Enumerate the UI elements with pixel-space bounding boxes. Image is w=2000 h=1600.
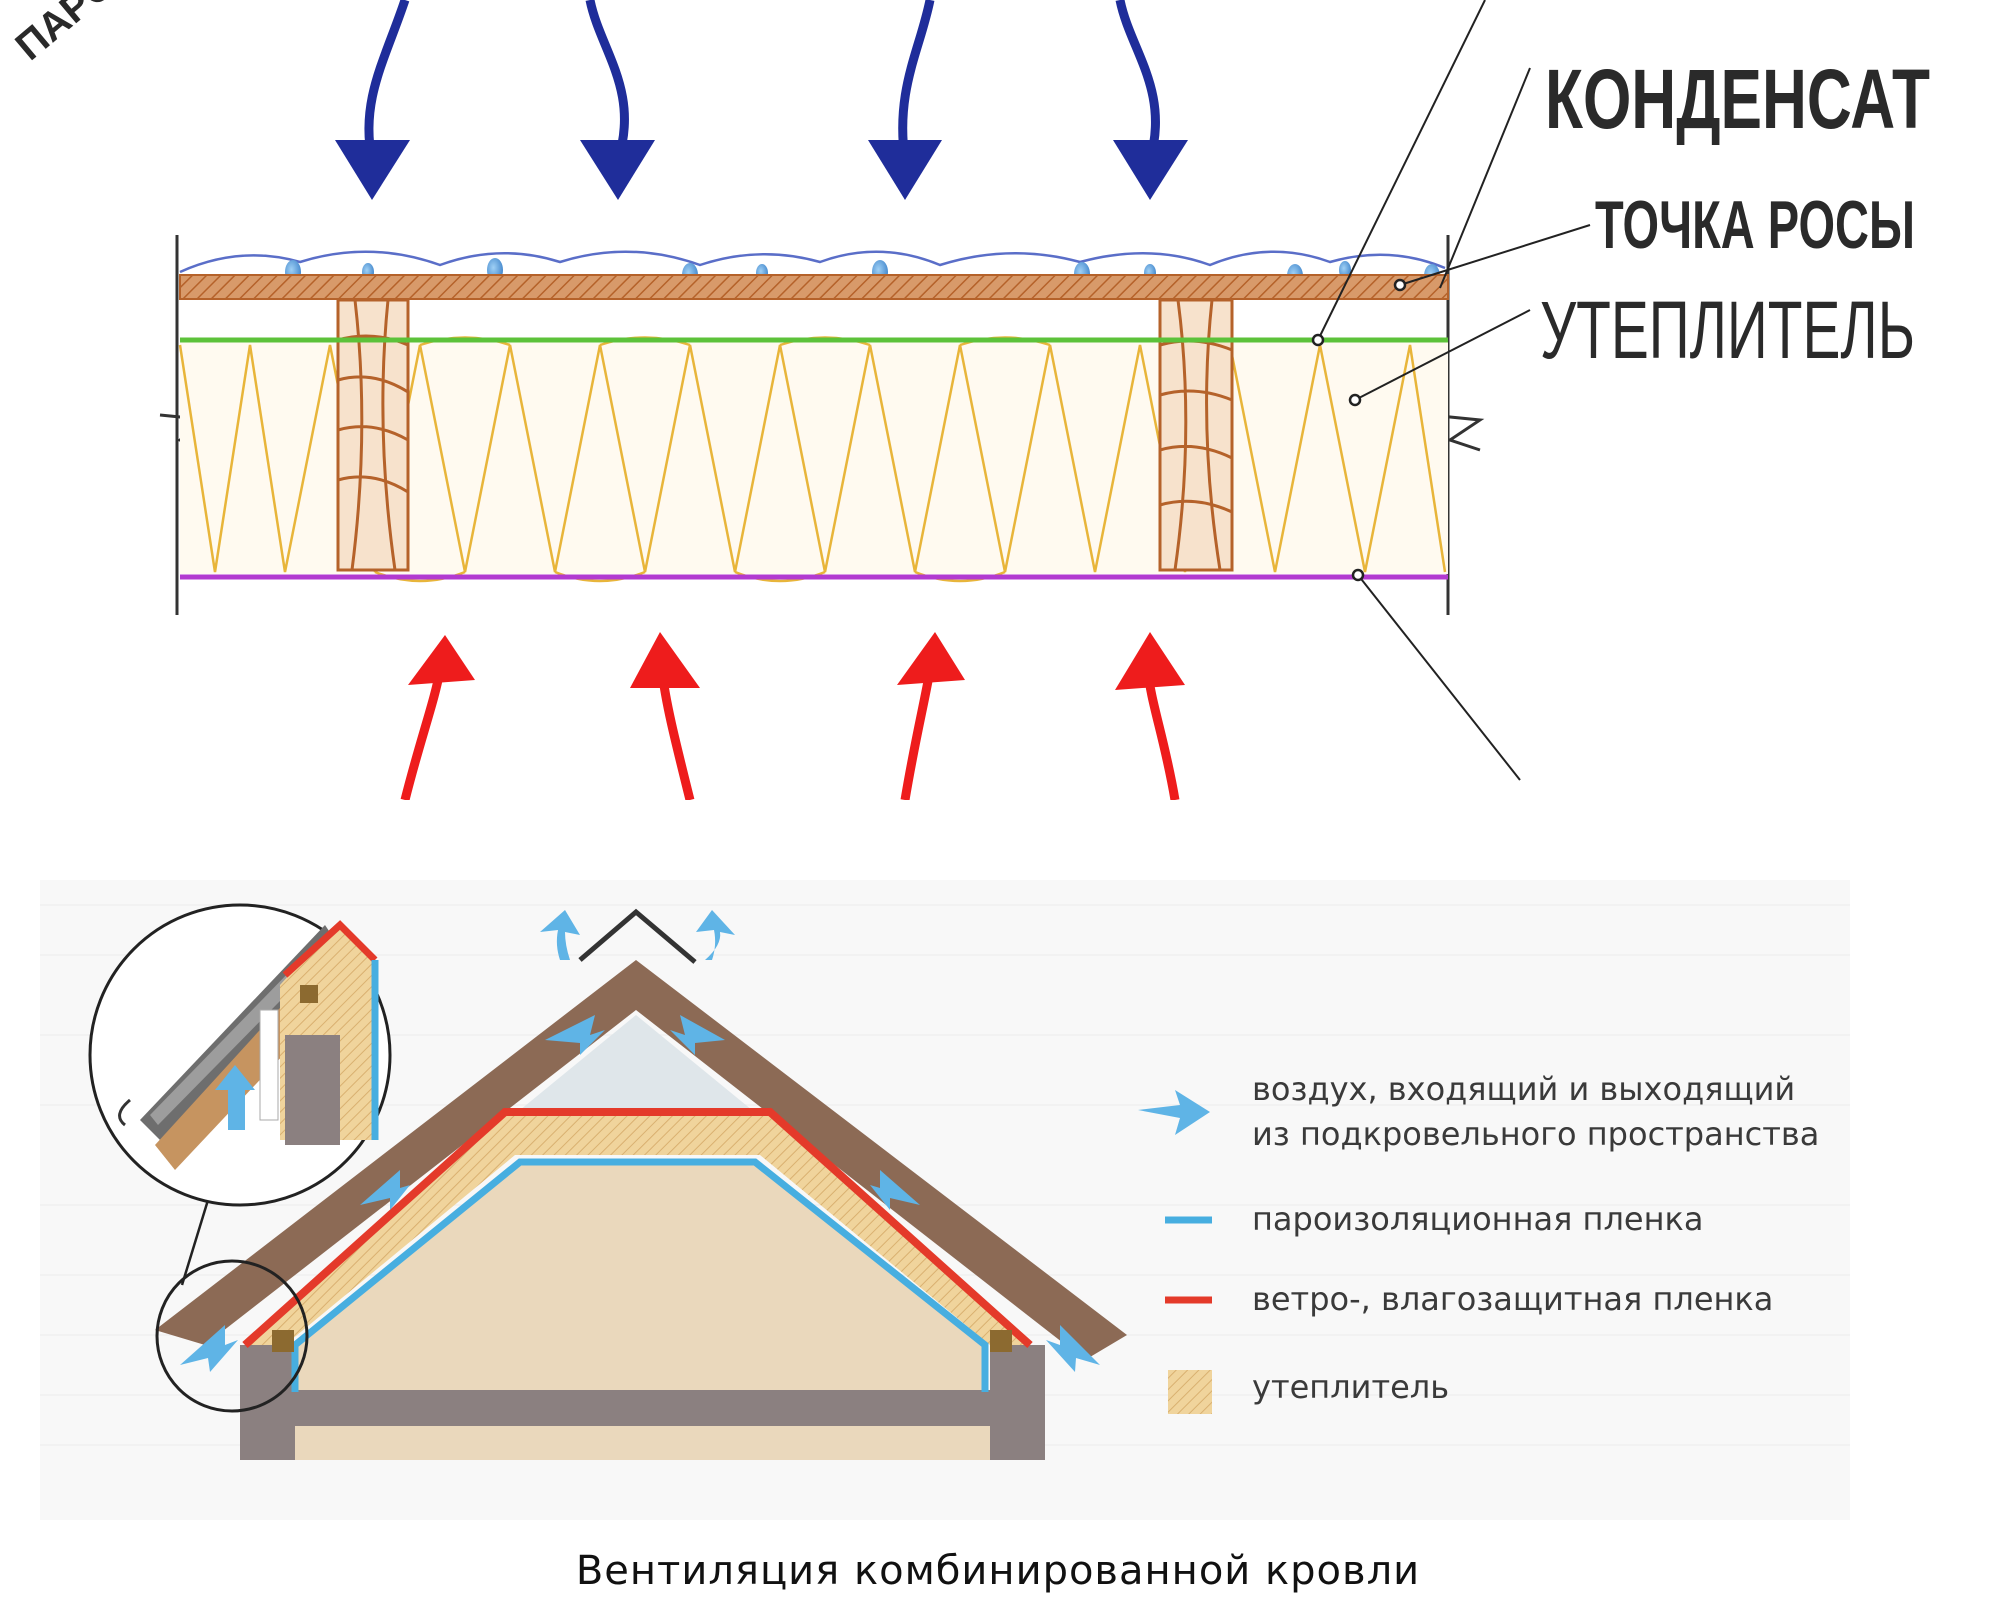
attic-void [520,1015,752,1110]
break-mark-right [1429,413,1485,452]
legend-insulation-swatch-icon [1168,1370,1212,1414]
dew-point-label: ТОЧКА РОСЫ [1595,187,1915,263]
wind-barrier-line [242,1108,1033,1348]
vapor-barrier-line [291,1158,989,1392]
air-flow-arrows [180,910,1100,1372]
legend-arrow-icon [1138,1090,1210,1135]
legend-air-line2: из подкровельного пространства [1252,1115,1819,1153]
interior-space [295,1160,985,1390]
zoom-connector [180,1199,210,1286]
legend-insulation-text: утеплитель [1252,1368,1449,1406]
ridge-cap [578,908,697,964]
bottom-diagram: воздух, входящий и выходящий из подкрове… [40,880,1850,1594]
floor-slab [240,1390,1045,1426]
warm-air-arrows [400,669,1180,802]
rafter-left [336,298,410,572]
insulation-label: УТЕПЛИТЕЛЬ [1540,285,1915,376]
floor-base [295,1426,990,1460]
zoom-small-circle [155,1259,309,1413]
legend: воздух, входящий и выходящий из подкрове… [1138,1070,1819,1414]
cold-arrow-head-4 [1113,140,1188,200]
legend-vapor-text: пароизоляционная пленка [1252,1200,1703,1238]
roof-covering-wave [179,250,1446,274]
warm-arrow-head-1 [408,635,475,685]
figure-caption: Вентиляция комбинированной кровли [576,1548,1420,1594]
condensate-label: КОНДЕНСАТ [1545,52,1930,146]
warm-arrow-head-4 [1115,632,1185,690]
top-diagram: ПАРО [8,0,1930,802]
leader-lines [1317,0,1591,781]
mauerlat-left [272,1330,294,1352]
mauerlat-right [990,1330,1012,1352]
warm-arrow-head-2 [630,632,700,688]
corner-label: ПАРО [8,0,124,69]
warm-arrow-head-3 [897,632,965,685]
cold-arrow-head-2 [580,140,655,200]
cold-arrow-head-1 [335,140,410,200]
cold-air-arrows [364,0,1160,162]
legend-wind-text: ветро-, влагозащитная пленка [1252,1280,1773,1318]
rafter-right [1158,298,1234,572]
legend-air-line1: воздух, входящий и выходящий [1252,1070,1795,1108]
zoom-detail [88,903,392,1207]
batten-layer [179,274,1449,300]
cold-arrow-head-3 [868,140,942,200]
